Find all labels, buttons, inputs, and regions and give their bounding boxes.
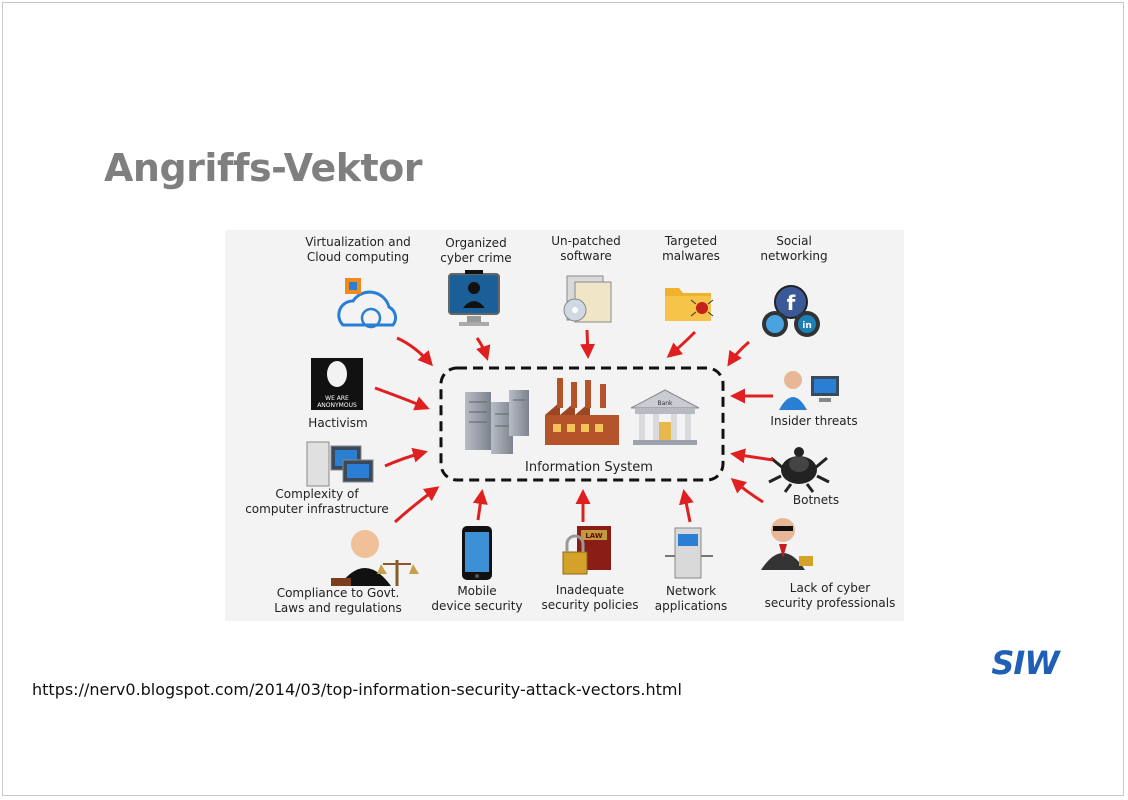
cloud-icon — [337, 278, 397, 329]
attack-arrows — [374, 329, 774, 524]
information-system-label: Information System — [525, 460, 653, 475]
label-security-professionals: Lack of cyber security professionals — [764, 581, 896, 610]
diagram-graphics: Bank — [306, 270, 839, 586]
label-unpatched: Un-patched software — [551, 234, 621, 263]
svg-text:WE ARE: WE ARE — [325, 395, 349, 402]
label-complexity: Complexity of computer infrastructure — [245, 487, 389, 516]
mobile-phone-icon — [462, 526, 492, 580]
label-organized-crime: Organized cyber crime — [440, 236, 512, 265]
label-mobile: Mobile device security — [431, 584, 523, 613]
label-network-applications: Network applications — [654, 584, 728, 613]
network-appliance-icon — [665, 527, 713, 579]
social-networking-icon: f in — [762, 285, 820, 337]
label-compliance: Compliance to Govt. Laws and regulations — [274, 586, 402, 615]
slide-title: Angriffs-Vektor — [104, 146, 423, 190]
hacker-monitor-icon — [448, 270, 500, 326]
svg-text:f: f — [787, 291, 796, 315]
insider-user-icon — [779, 371, 839, 410]
label-insider-threats: Insider threats — [770, 414, 858, 428]
svg-text:Bank: Bank — [657, 400, 673, 407]
svg-text:in: in — [802, 321, 812, 331]
botnet-icon — [768, 447, 830, 493]
security-professional-icon — [761, 518, 813, 570]
label-virtualization: Virtualization and Cloud computing — [305, 235, 411, 264]
label-hactivism: Hactivism — [308, 416, 368, 430]
attack-vector-diagram: Bank — [225, 230, 904, 621]
bank-icon: Bank — [630, 389, 700, 445]
source-url: https://nerv0.blogspot.com/2014/03/top-i… — [32, 680, 682, 699]
information-system-box — [439, 366, 725, 482]
label-malwares: Targeted malwares — [662, 234, 720, 263]
factory-icon — [545, 378, 619, 445]
label-social-networking: Social networking — [760, 234, 828, 263]
svg-text:SIW: SIW — [991, 644, 1061, 680]
label-botnets: Botnets — [792, 493, 840, 507]
software-box-icon — [563, 275, 612, 323]
server-buildings-icon — [465, 390, 529, 454]
label-security-policies: Inadequate security policies — [541, 583, 639, 612]
computer-infrastructure-icon — [306, 441, 374, 487]
folder-bug-icon — [665, 288, 714, 321]
anonymous-icon: WE ARE ANONYMOUS — [311, 358, 363, 410]
law-book-padlock-icon: LAW — [562, 526, 611, 575]
svg-text:LAW: LAW — [585, 532, 603, 540]
svg-text:ANONYMOUS: ANONYMOUS — [317, 402, 357, 409]
siw-logo: SIW — [991, 644, 1062, 680]
judge-icon — [331, 530, 419, 586]
